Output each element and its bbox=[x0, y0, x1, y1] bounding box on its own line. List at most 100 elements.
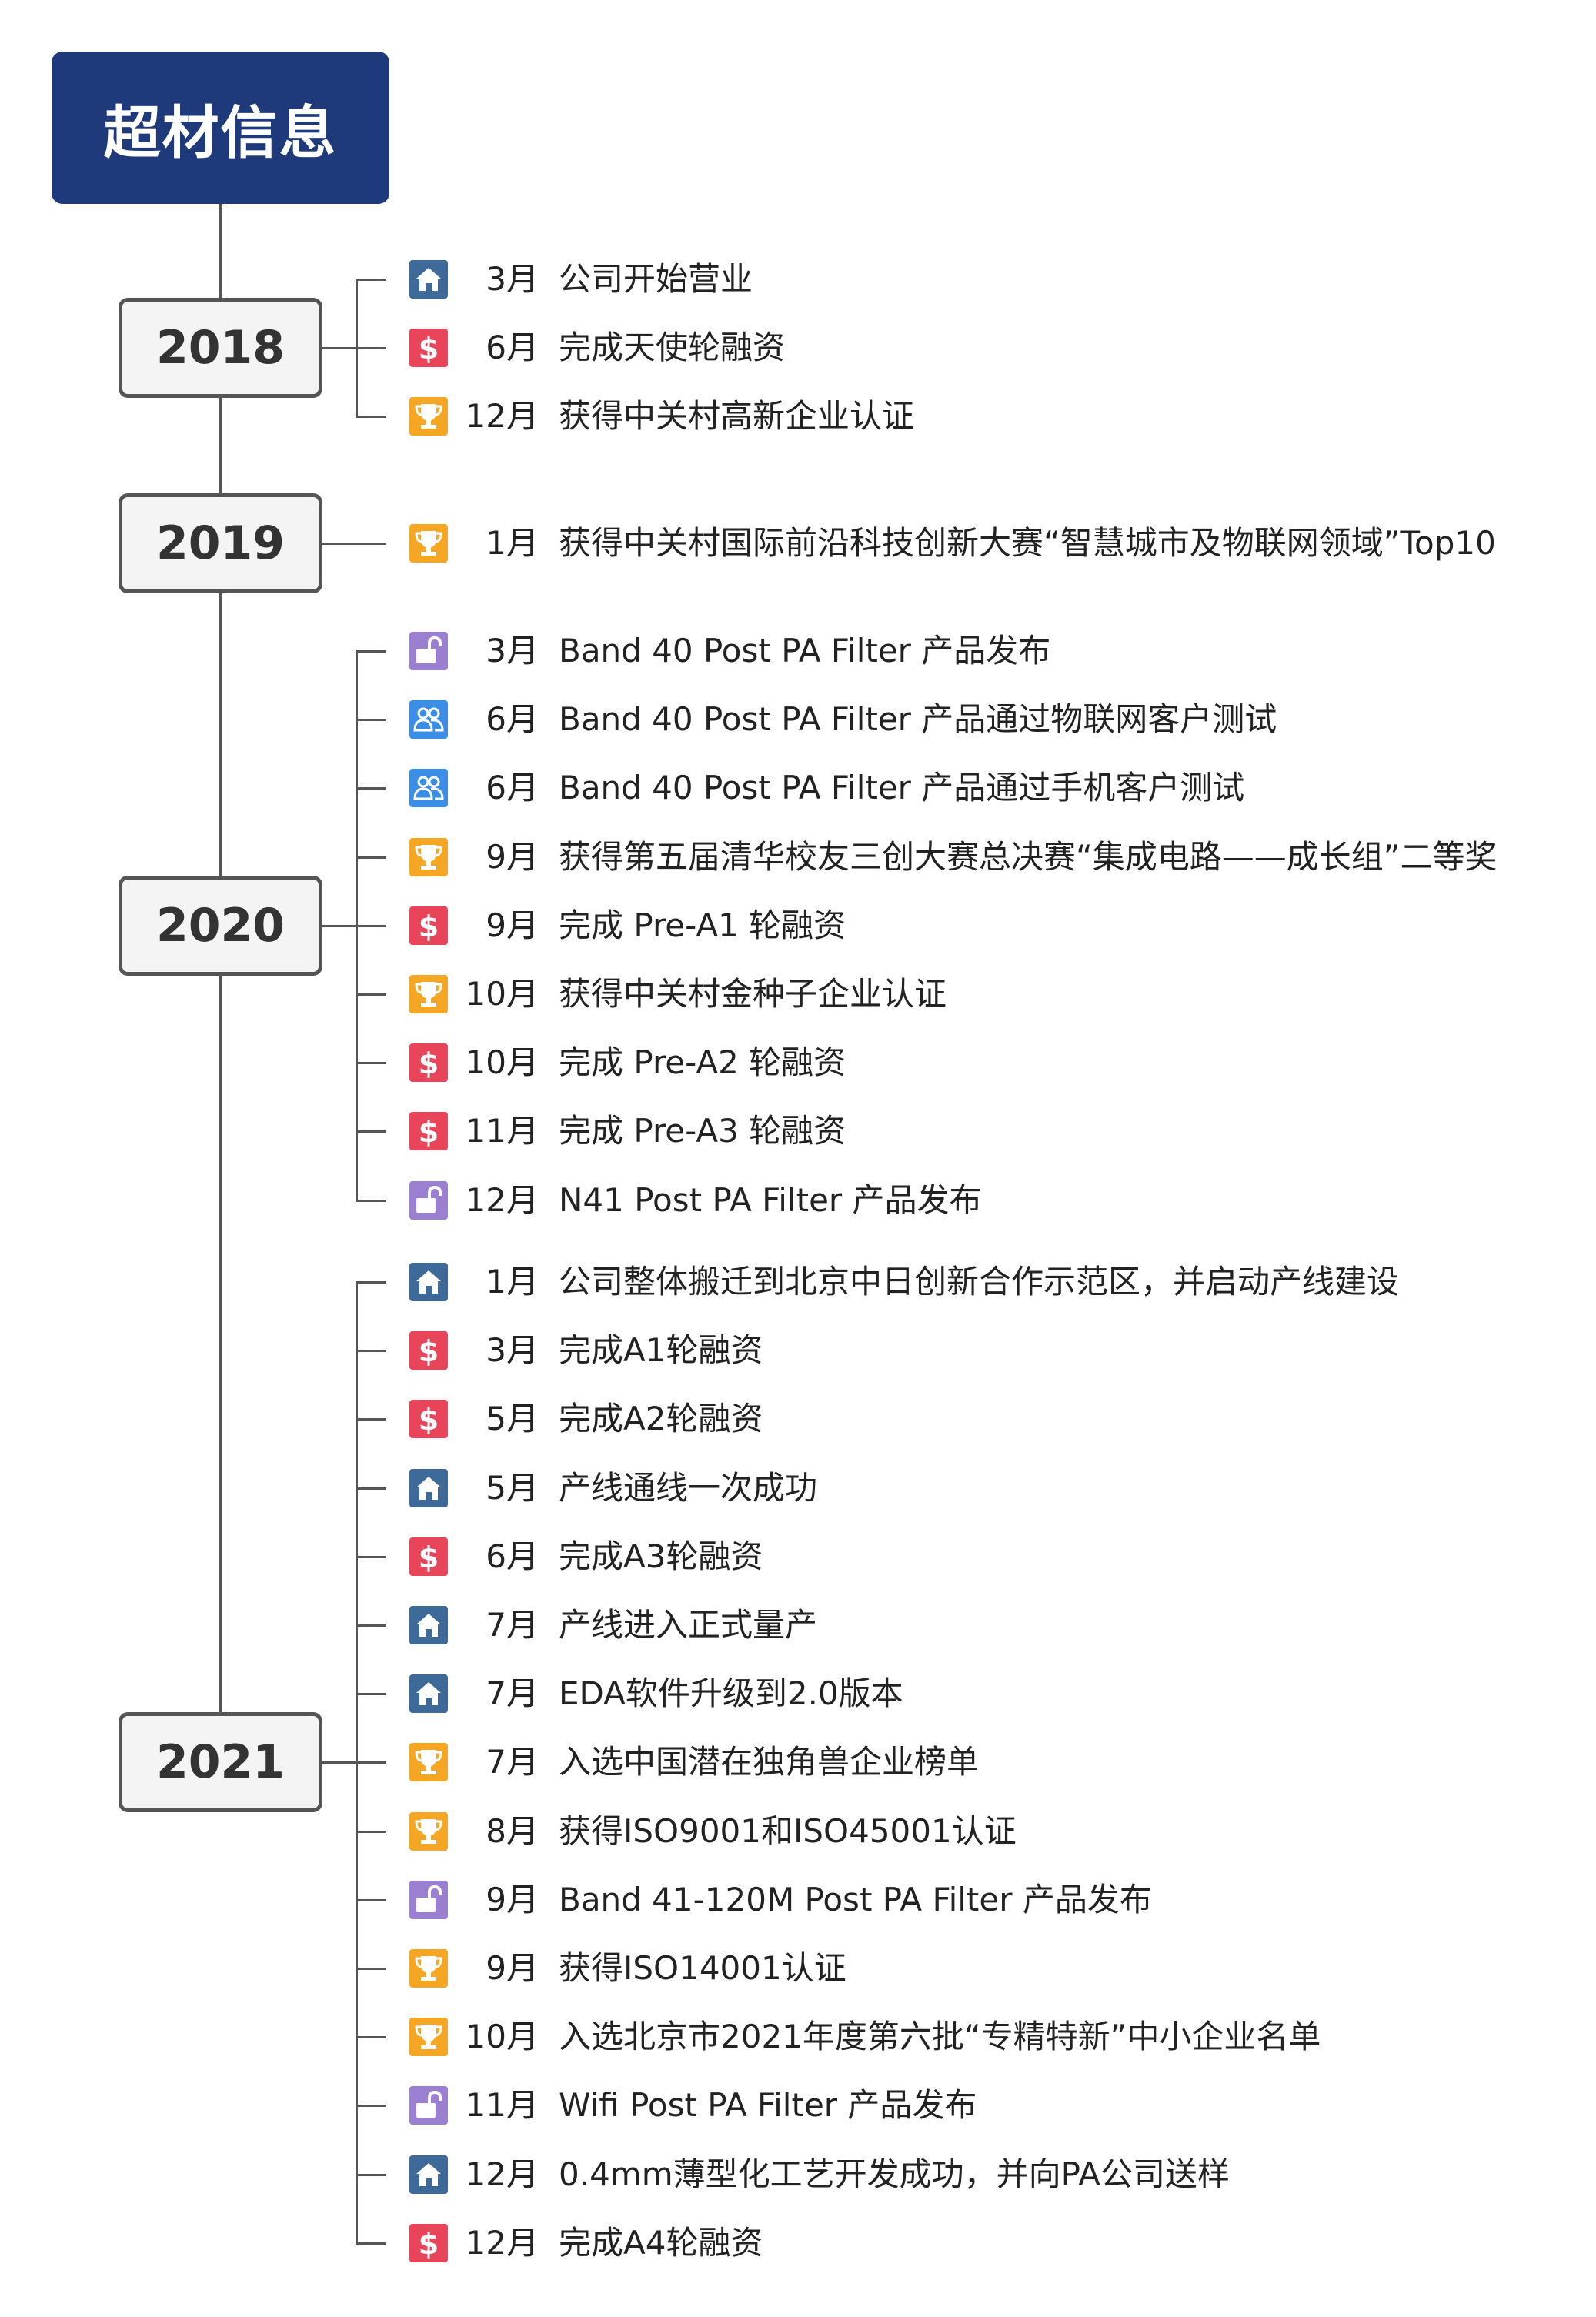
event-text: 获得中关村国际前沿科技创新大赛“智慧城市及物联网领域”Top10 bbox=[559, 524, 1496, 562]
event-text: 产线进入正式量产 bbox=[559, 1606, 818, 1644]
event-text: 完成A2轮融资 bbox=[559, 1400, 763, 1438]
dollar-icon: $ bbox=[409, 1331, 448, 1371]
event-branch bbox=[356, 719, 386, 722]
svg-text:$: $ bbox=[419, 1403, 439, 1437]
event-month: 3月 bbox=[486, 632, 539, 669]
dollar-icon: $ bbox=[409, 906, 448, 945]
year-connector bbox=[322, 543, 356, 545]
event-branch bbox=[356, 787, 386, 790]
event-text: 完成天使轮融资 bbox=[559, 329, 786, 367]
event-month: 9月 bbox=[486, 906, 539, 944]
event-branch bbox=[356, 924, 386, 927]
event-month: 6月 bbox=[486, 769, 539, 807]
event-branch bbox=[356, 1199, 386, 1202]
event-branch bbox=[356, 1898, 386, 1901]
event-month: 5月 bbox=[486, 1468, 539, 1507]
event-text: Band 40 Post PA Filter 产品通过物联网客户测试 bbox=[559, 700, 1277, 739]
dollar-icon: $ bbox=[409, 1400, 448, 1439]
trophy-icon bbox=[409, 1949, 448, 1988]
svg-text:$: $ bbox=[419, 1047, 439, 1080]
event-branch bbox=[356, 2173, 386, 2176]
unlock-icon bbox=[409, 2086, 448, 2125]
dollar-icon: $ bbox=[409, 1537, 448, 1576]
svg-text:$: $ bbox=[419, 1541, 439, 1574]
event-month: 10月 bbox=[465, 975, 539, 1013]
event-text: 入选中国潜在独角兽企业榜单 bbox=[559, 1743, 980, 1781]
event-month: 12月 bbox=[465, 1180, 539, 1219]
event-month: 5月 bbox=[486, 1400, 539, 1438]
trophy-icon bbox=[409, 1811, 448, 1851]
trophy-icon bbox=[409, 837, 448, 876]
event-branch bbox=[356, 2036, 386, 2039]
event-text: Band 41-120M Post PA Filter 产品发布 bbox=[559, 1880, 1152, 1918]
trophy-icon bbox=[409, 2018, 448, 2057]
event-month: 1月 bbox=[486, 524, 539, 562]
event-text: 完成 Pre-A2 轮融资 bbox=[559, 1043, 846, 1082]
event-text: 完成 Pre-A3 轮融资 bbox=[559, 1112, 846, 1150]
dollar-icon: $ bbox=[409, 329, 448, 368]
year-node: 2021 bbox=[119, 1712, 322, 1813]
home-icon bbox=[409, 2155, 448, 2194]
event-month: 11月 bbox=[465, 1112, 539, 1150]
event-text: 获得ISO9001和ISO45001认证 bbox=[559, 1811, 1017, 1850]
event-branch bbox=[356, 2105, 386, 2108]
event-text: 产线通线一次成功 bbox=[559, 1468, 818, 1507]
event-month: 7月 bbox=[486, 1606, 539, 1644]
year-connector bbox=[322, 1761, 356, 1764]
home-icon bbox=[409, 1468, 448, 1507]
event-branch bbox=[356, 1418, 386, 1421]
year-connector bbox=[322, 924, 356, 927]
event-branch bbox=[356, 1555, 386, 1558]
event-month: 12月 bbox=[465, 397, 539, 436]
event-text: 获得中关村金种子企业认证 bbox=[559, 975, 947, 1013]
event-text: 完成 Pre-A1 轮融资 bbox=[559, 906, 846, 944]
year-node: 2018 bbox=[119, 298, 322, 399]
event-text: 完成A4轮融资 bbox=[559, 2223, 763, 2262]
event-month: 7月 bbox=[486, 1743, 539, 1781]
trophy-icon bbox=[409, 975, 448, 1013]
event-text: 完成A3轮融资 bbox=[559, 1537, 763, 1575]
event-month: 9月 bbox=[486, 1880, 539, 1918]
event-text: 获得中关村高新企业认证 bbox=[559, 397, 915, 436]
year-node: 2019 bbox=[119, 493, 322, 593]
event-month: 3月 bbox=[486, 1331, 539, 1370]
event-month: 11月 bbox=[465, 2086, 539, 2125]
event-branch bbox=[356, 1968, 386, 1970]
event-branch bbox=[356, 1487, 386, 1490]
event-branch bbox=[356, 1130, 386, 1133]
svg-text:$: $ bbox=[419, 1334, 439, 1368]
event-month: 12月 bbox=[465, 2223, 539, 2262]
event-text: Band 40 Post PA Filter 产品发布 bbox=[559, 632, 1051, 669]
event-text: 公司开始营业 bbox=[559, 260, 753, 298]
year-node: 2020 bbox=[119, 875, 322, 976]
home-icon bbox=[409, 1606, 448, 1644]
event-month: 10月 bbox=[465, 1043, 539, 1082]
event-text: Band 40 Post PA Filter 产品通过手机客户测试 bbox=[559, 769, 1245, 807]
event-month: 1月 bbox=[486, 1263, 539, 1300]
event-branch bbox=[356, 1624, 386, 1627]
diagram-title: 超材信息 bbox=[52, 52, 389, 204]
event-branch bbox=[356, 650, 386, 653]
unlock-icon bbox=[409, 632, 448, 670]
event-branch bbox=[356, 416, 386, 419]
trophy-icon bbox=[409, 524, 448, 563]
svg-text:$: $ bbox=[419, 2227, 439, 2261]
event-branch bbox=[356, 279, 386, 281]
home-icon bbox=[409, 260, 448, 299]
event-text: Wifi Post PA Filter 产品发布 bbox=[559, 2086, 977, 2125]
event-branch bbox=[356, 1281, 386, 1284]
event-month: 6月 bbox=[486, 700, 539, 739]
event-text: 获得第五届清华校友三创大赛总决赛“集成电路——成长组”二等奖 bbox=[559, 837, 1498, 876]
event-month: 3月 bbox=[486, 260, 539, 298]
event-branch bbox=[356, 856, 386, 859]
event-text: N41 Post PA Filter 产品发布 bbox=[559, 1180, 982, 1219]
trophy-icon bbox=[409, 397, 448, 436]
event-text: 获得ISO14001认证 bbox=[559, 1949, 846, 1987]
event-branch bbox=[356, 1693, 386, 1696]
event-text: EDA软件升级到2.0版本 bbox=[559, 1674, 903, 1713]
event-month: 9月 bbox=[486, 1949, 539, 1987]
event-month: 6月 bbox=[486, 1537, 539, 1575]
event-text: 0.4mm薄型化工艺开发成功，并向PA公司送样 bbox=[559, 2155, 1230, 2193]
home-icon bbox=[409, 1263, 448, 1301]
